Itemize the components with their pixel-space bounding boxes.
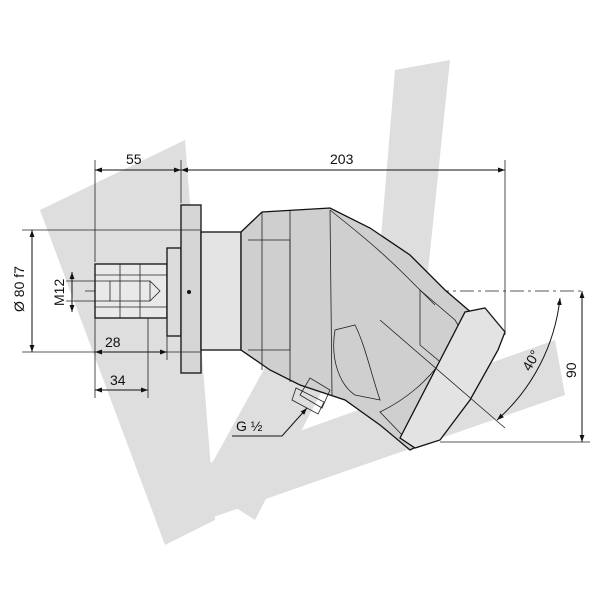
port-leader-line [232, 407, 308, 437]
dim-203-label: 203 [330, 151, 354, 167]
mounting-flange [166, 204, 242, 374]
dim-28-label: 28 [105, 334, 121, 350]
dim-55-label: 55 [126, 151, 142, 167]
angle-arc [496, 297, 562, 421]
shaft [94, 263, 168, 319]
dim-thread-label: M12 [51, 279, 67, 306]
dim-90-label: 90 [563, 362, 579, 378]
dim-diameter-label: Ø 80 f7 [11, 266, 27, 312]
port-label: G ½ [236, 418, 263, 434]
dim-34-label: 34 [110, 372, 126, 388]
